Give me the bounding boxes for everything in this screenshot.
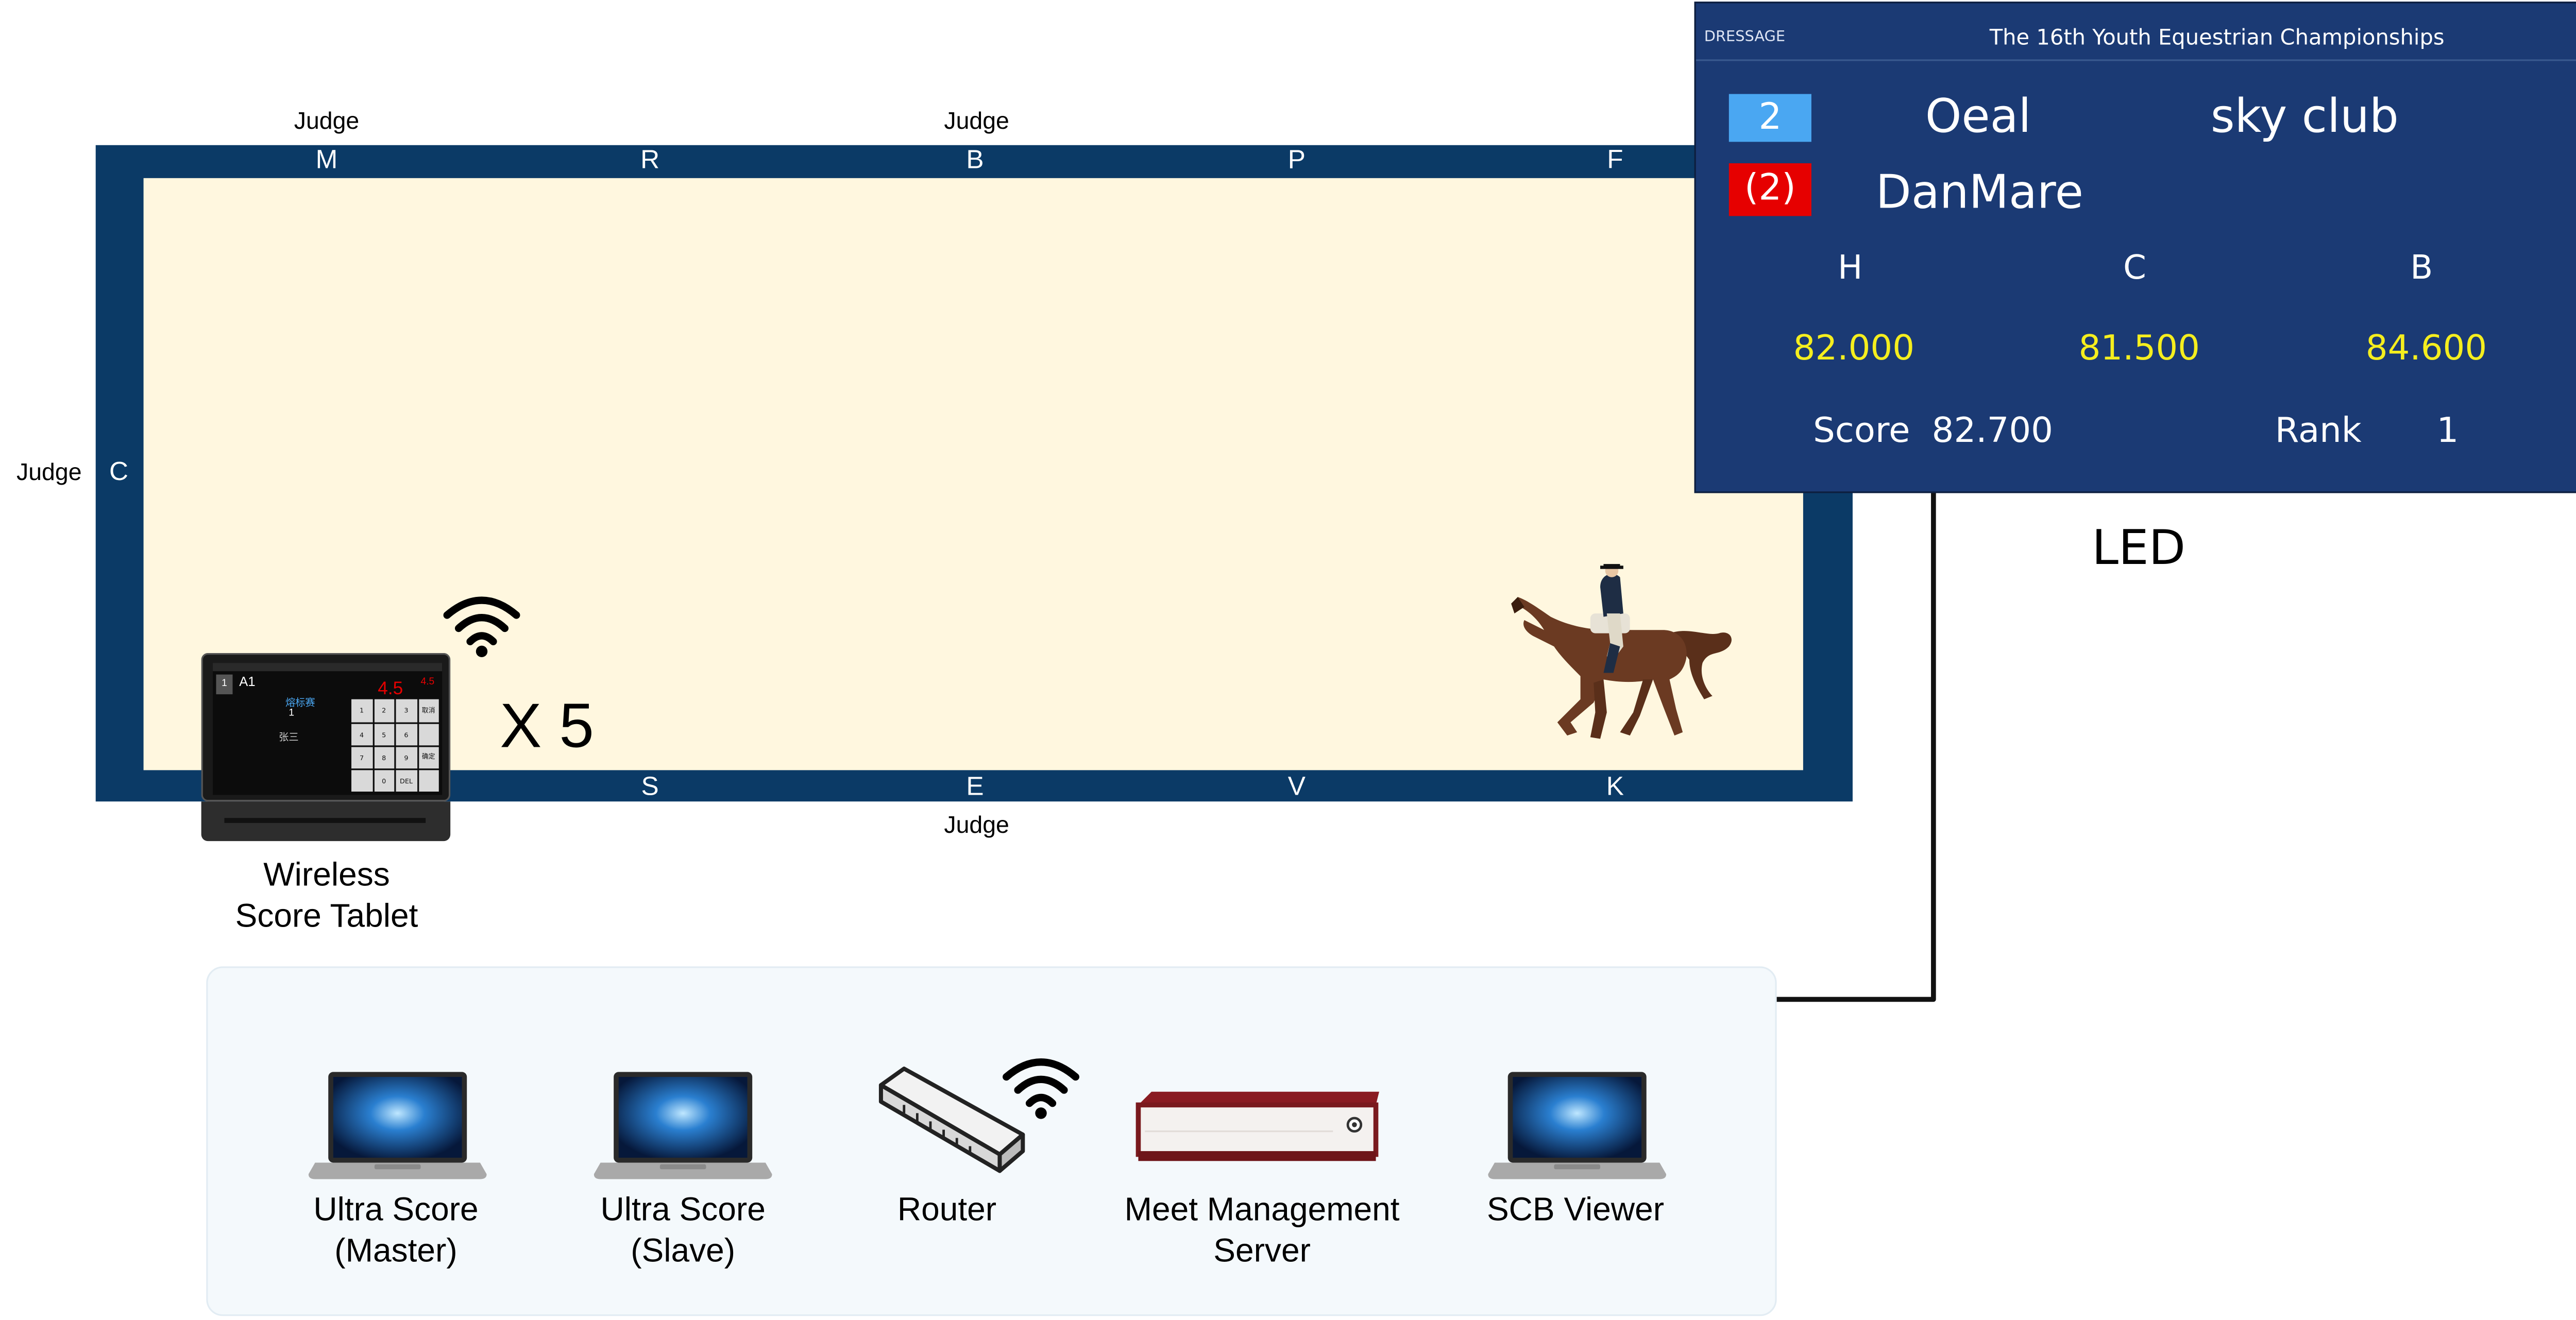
arena-letter-b: B [966,146,984,175]
judge-label-c: Judge [16,460,82,487]
arena-letter-f: F [1607,146,1623,175]
tablet-key[interactable] [418,723,439,745]
led-sport: DRESSAGE [1704,29,1786,46]
arena-letter-m: M [315,146,338,175]
caption-meet-management-server: Meet Management Server [1125,1191,1400,1273]
led-rider: Oeal [1925,89,2031,144]
caption-server-line2: Server [1213,1233,1311,1270]
tablet-key[interactable]: 0 [374,770,395,792]
caption-router-line1: Router [897,1192,997,1229]
led-score-b: 84.600 [2365,328,2487,368]
tablet-key[interactable]: 1 [351,699,372,722]
caption-master-line2: (Master) [334,1233,457,1270]
wifi-icon-router [1003,1058,1079,1119]
led-score-h: 82.000 [1793,328,1914,368]
arena-letter-s: S [641,773,659,802]
arena-letter-r: R [640,146,660,175]
tablet-id: 1 [216,674,233,695]
led-scoreboard: DRESSAGE The 16th Youth Equestrian Champ… [1694,2,2576,493]
server-icon [1136,1091,1379,1161]
led-score-value: 82.700 [1931,410,2053,451]
led-judge-c: C [2123,247,2146,287]
caption-ultra-score-slave: Ultra Score (Slave) [601,1191,766,1273]
led-order: (2) [1728,163,1811,216]
tablet-score-small: 4.5 [420,678,435,688]
led-score-label: Score [1813,410,1910,451]
tablet-key[interactable] [351,770,372,792]
tablet-key[interactable]: 取消 [418,699,439,722]
led-rank-label: Rank [2275,410,2362,451]
caption-router: Router [897,1191,996,1232]
horse-rider-icon [1511,564,1732,739]
judge-label-b: Judge [944,109,1009,135]
tablet-multiplier: X 5 [500,692,594,762]
tablet-key[interactable]: 8 [374,746,395,769]
tablet-caption: Wireless Score Tablet [235,856,418,938]
arena-letter-p: P [1287,146,1306,175]
caption-master-line1: Ultra Score [313,1192,479,1229]
led-bib: 2 [1728,94,1811,142]
tablet-key[interactable]: 9 [396,746,417,769]
tablet-key[interactable]: 6 [396,723,417,745]
arena-letter-c: C [109,458,129,487]
laptop-slave-icon [594,1072,772,1179]
judge-label-m: Judge [294,109,360,135]
led-caption: LED [2092,519,2186,576]
tablet-key[interactable]: 4 [351,723,372,745]
led-horse: DanMare [1875,165,2083,219]
tablet-test: A1 [239,674,256,690]
tablet-stand [201,801,451,842]
led-rank-value: 1 [2436,410,2459,451]
laptop-scb-viewer-icon [1488,1072,1667,1179]
arena-letter-k: K [1606,773,1624,802]
tablet-key[interactable]: 2 [374,699,395,722]
tablet-caption-line2: Score Tablet [235,899,418,935]
led-event-title: The 16th Youth Equestrian Championships [1989,26,2445,52]
tablet-key[interactable]: 3 [396,699,417,722]
led-judge-b: B [2410,247,2433,287]
arena-letter-v: V [1287,773,1306,802]
wifi-icon-tablet [443,596,520,658]
tablet-rider: 张三 [279,733,299,744]
tablet-score-big: 4.5 [378,679,403,699]
laptop-master-icon [308,1072,487,1179]
judge-label-e: Judge [944,813,1009,839]
tablet-key[interactable]: 5 [374,723,395,745]
tablet-key[interactable] [418,770,439,792]
router-icon [878,1066,1025,1173]
tablet-key[interactable]: 7 [351,746,372,769]
caption-scb-line1: SCB Viewer [1486,1192,1665,1229]
tablet-key[interactable]: DEL [396,770,417,792]
led-judge-h: H [1838,247,1863,287]
led-club: sky club [2210,89,2399,144]
caption-ultra-score-master: Ultra Score (Master) [313,1191,478,1273]
tablet-caption-line1: Wireless [263,858,390,894]
caption-slave-line1: Ultra Score [600,1192,766,1229]
caption-server-line1: Meet Management [1124,1192,1400,1229]
tablet-number: 1 [289,709,295,719]
led-score-c: 81.500 [2078,328,2200,368]
arena-letter-e: E [966,773,984,802]
tablet-key[interactable]: 确定 [418,746,439,769]
caption-slave-line2: (Slave) [631,1233,736,1270]
tablet-event-title: 熔标赛 [285,699,315,709]
caption-scb-viewer: SCB Viewer [1487,1191,1664,1232]
